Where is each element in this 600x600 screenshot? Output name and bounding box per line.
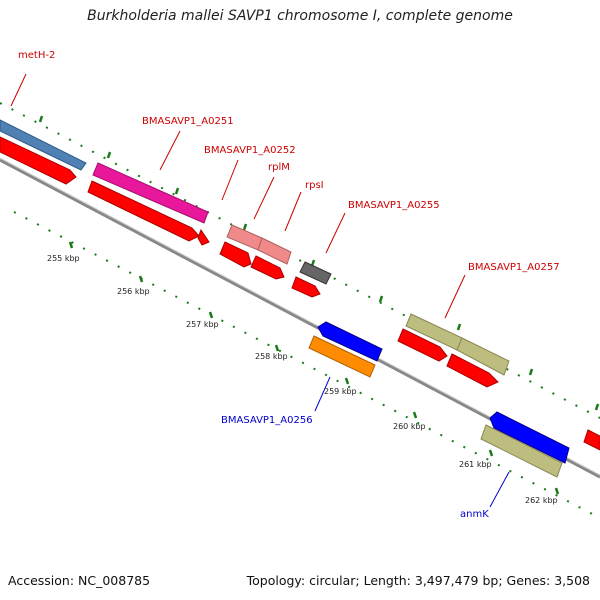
label-rpsI: rpsI — [305, 180, 324, 191]
tick-marks — [38, 115, 600, 495]
map-title: Burkholderia mallei SAVP1 chromosome I, … — [87, 8, 513, 24]
cds-arrow-9 — [583, 429, 600, 451]
gene-BMASAVP1_A0256 — [308, 335, 376, 378]
outer-major-tick-7 — [528, 368, 534, 376]
gene-BMASAVP1_A0255 — [299, 261, 332, 285]
tick-label-257: 257 kbp — [186, 320, 219, 329]
inner-major-tick-1 — [138, 275, 144, 283]
tick-label-255: 255 kbp — [47, 254, 80, 263]
cds-minus-1 — [317, 321, 383, 362]
label-metH-2: metH-2 — [18, 50, 55, 61]
inner-major-tick-4 — [344, 377, 350, 385]
cds-arrow-3 — [197, 228, 210, 246]
outer-major-tick-6 — [456, 323, 462, 331]
cds-arrow-7 — [397, 328, 448, 362]
topology-summary: Topology: circular; Length: 3,497,479 bp… — [246, 573, 590, 588]
accession-text: Accession: NC_008785 — [8, 573, 151, 588]
cds-arrow-2 — [87, 180, 200, 242]
inner-major-tick-0 — [68, 241, 74, 249]
inner-major-tick-5 — [412, 411, 418, 419]
tick-label-261: 261 kbp — [459, 460, 492, 469]
label-anmK: anmK — [460, 509, 489, 520]
label-BMASAVP1_A0251: BMASAVP1_A0251 — [142, 116, 234, 127]
cds-minus-2 — [489, 411, 570, 464]
inner-major-tick-3 — [274, 344, 280, 352]
cds-arrow-8 — [446, 353, 499, 388]
outer-major-tick-0 — [38, 115, 44, 123]
outer-tick-track — [0, 102, 600, 419]
inner-major-tick-7 — [554, 487, 560, 495]
inner-tick-track — [13, 211, 600, 519]
tick-label-258: 258 kbp — [255, 352, 288, 361]
gene-metH-2 — [0, 119, 87, 171]
outer-major-tick-1 — [106, 151, 112, 159]
label-BMASAVP1_A0256: BMASAVP1_A0256 — [221, 415, 313, 426]
tick-label-259: 259 kbp — [324, 387, 357, 396]
tick-label-256: 256 kbp — [117, 287, 150, 296]
gene-rplM — [257, 237, 292, 265]
gene-anmK — [480, 424, 563, 478]
inner-major-tick-6 — [488, 449, 494, 457]
label-BMASAVP1_A0255: BMASAVP1_A0255 — [348, 200, 440, 211]
tick-label-262: 262 kbp — [525, 496, 558, 505]
label-BMASAVP1_A0257: BMASAVP1_A0257 — [468, 262, 560, 273]
gene-BMASAVP1_A0257-b — [456, 337, 510, 376]
inner-major-tick-2 — [208, 311, 214, 319]
outer-major-tick-2 — [174, 187, 180, 195]
gene-BMASAVP1_A0251 — [92, 162, 209, 224]
cds-arrow-6 — [291, 276, 321, 298]
tick-label-260: 260 kbp — [393, 422, 426, 431]
outer-major-tick-8 — [594, 403, 600, 411]
outer-major-tick-5 — [378, 295, 384, 303]
cds-arrow-1 — [0, 136, 77, 185]
label-rplM: rplM — [268, 162, 290, 173]
label-BMASAVP1_A0252: BMASAVP1_A0252 — [204, 145, 296, 156]
cds-arrow-5 — [250, 255, 285, 280]
outer-major-tick-3 — [242, 223, 248, 231]
cds-arrow-4 — [219, 241, 252, 268]
